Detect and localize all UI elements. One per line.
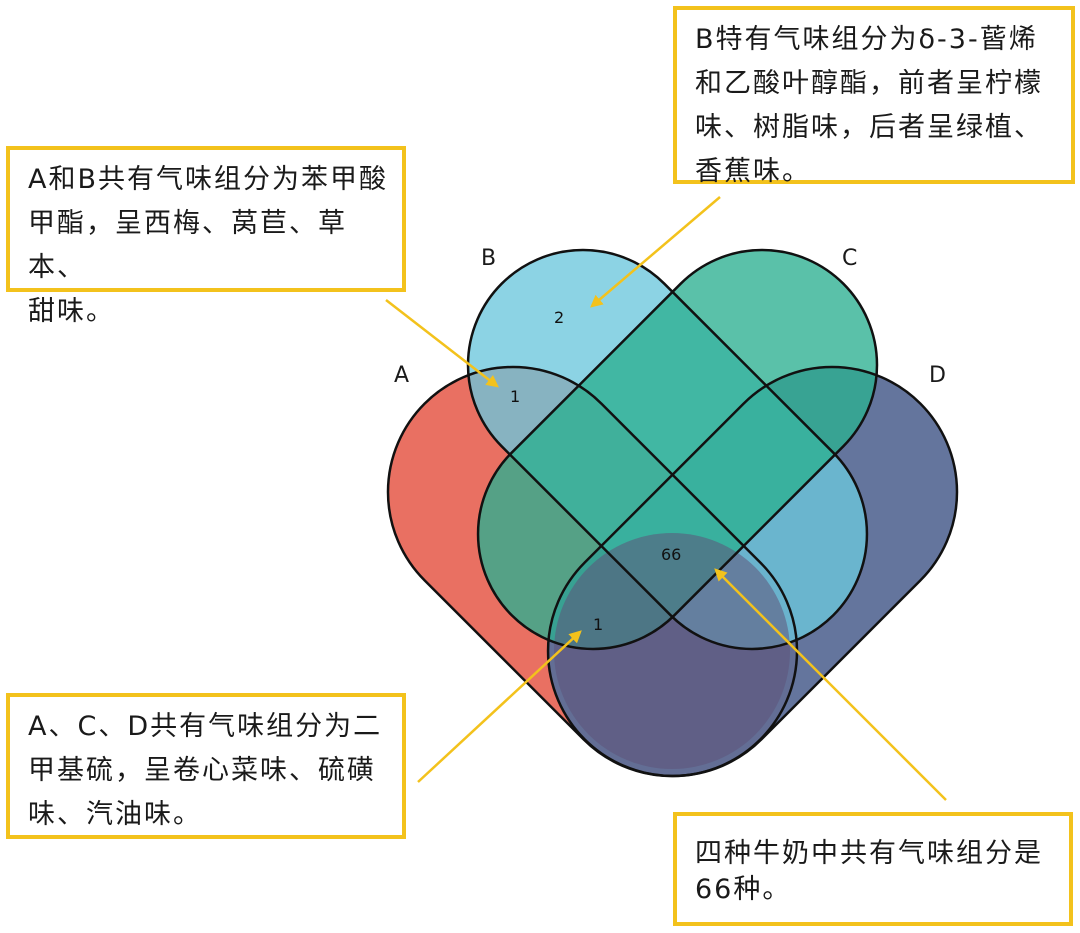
callout-all-four: 四种牛奶中共有气味组分是 66种。 xyxy=(673,812,1073,926)
region-counts: 2 1 66 1 xyxy=(510,308,681,634)
set-label-d: D xyxy=(929,363,946,388)
callout-a-and-b: A和B共有气味组分为苯甲酸 甲酯，呈西梅、莴苣、草本、 甜味。 xyxy=(6,146,406,327)
callout-arrows xyxy=(385,196,947,801)
count-a-and-b: 1 xyxy=(510,387,520,406)
bottom-lobe-shade xyxy=(554,533,790,769)
callout-a-c-d: A、C、D共有气味组分为二 甲基硫，呈卷心菜味、硫磺 味、汽油味。 xyxy=(6,693,406,839)
arrow-a-and-b xyxy=(385,299,499,388)
count-a-c-d: 1 xyxy=(593,615,603,634)
venn-sets xyxy=(388,250,958,776)
set-c-shape xyxy=(478,250,877,649)
count-b-only: 2 xyxy=(554,308,564,327)
arrow-all-four xyxy=(714,568,947,801)
arrow-a-c-d xyxy=(417,630,582,783)
venn-outlines xyxy=(387,248,958,777)
set-label-b: B xyxy=(481,246,496,271)
set-b-outline xyxy=(466,248,869,651)
arrow-b-unique xyxy=(590,196,721,308)
set-label-a: A xyxy=(394,363,409,388)
callout-b-unique: B特有气味组分为δ-3-蒈烯 和乙酸叶醇酯，前者呈柠檬 味、树脂味，后者呈绿植、… xyxy=(673,6,1075,187)
set-labels: A B C D xyxy=(394,246,946,388)
set-label-c: C xyxy=(842,246,857,271)
set-d-outline xyxy=(547,366,958,777)
count-all-four: 66 xyxy=(661,545,681,564)
set-c-outline xyxy=(476,248,879,651)
